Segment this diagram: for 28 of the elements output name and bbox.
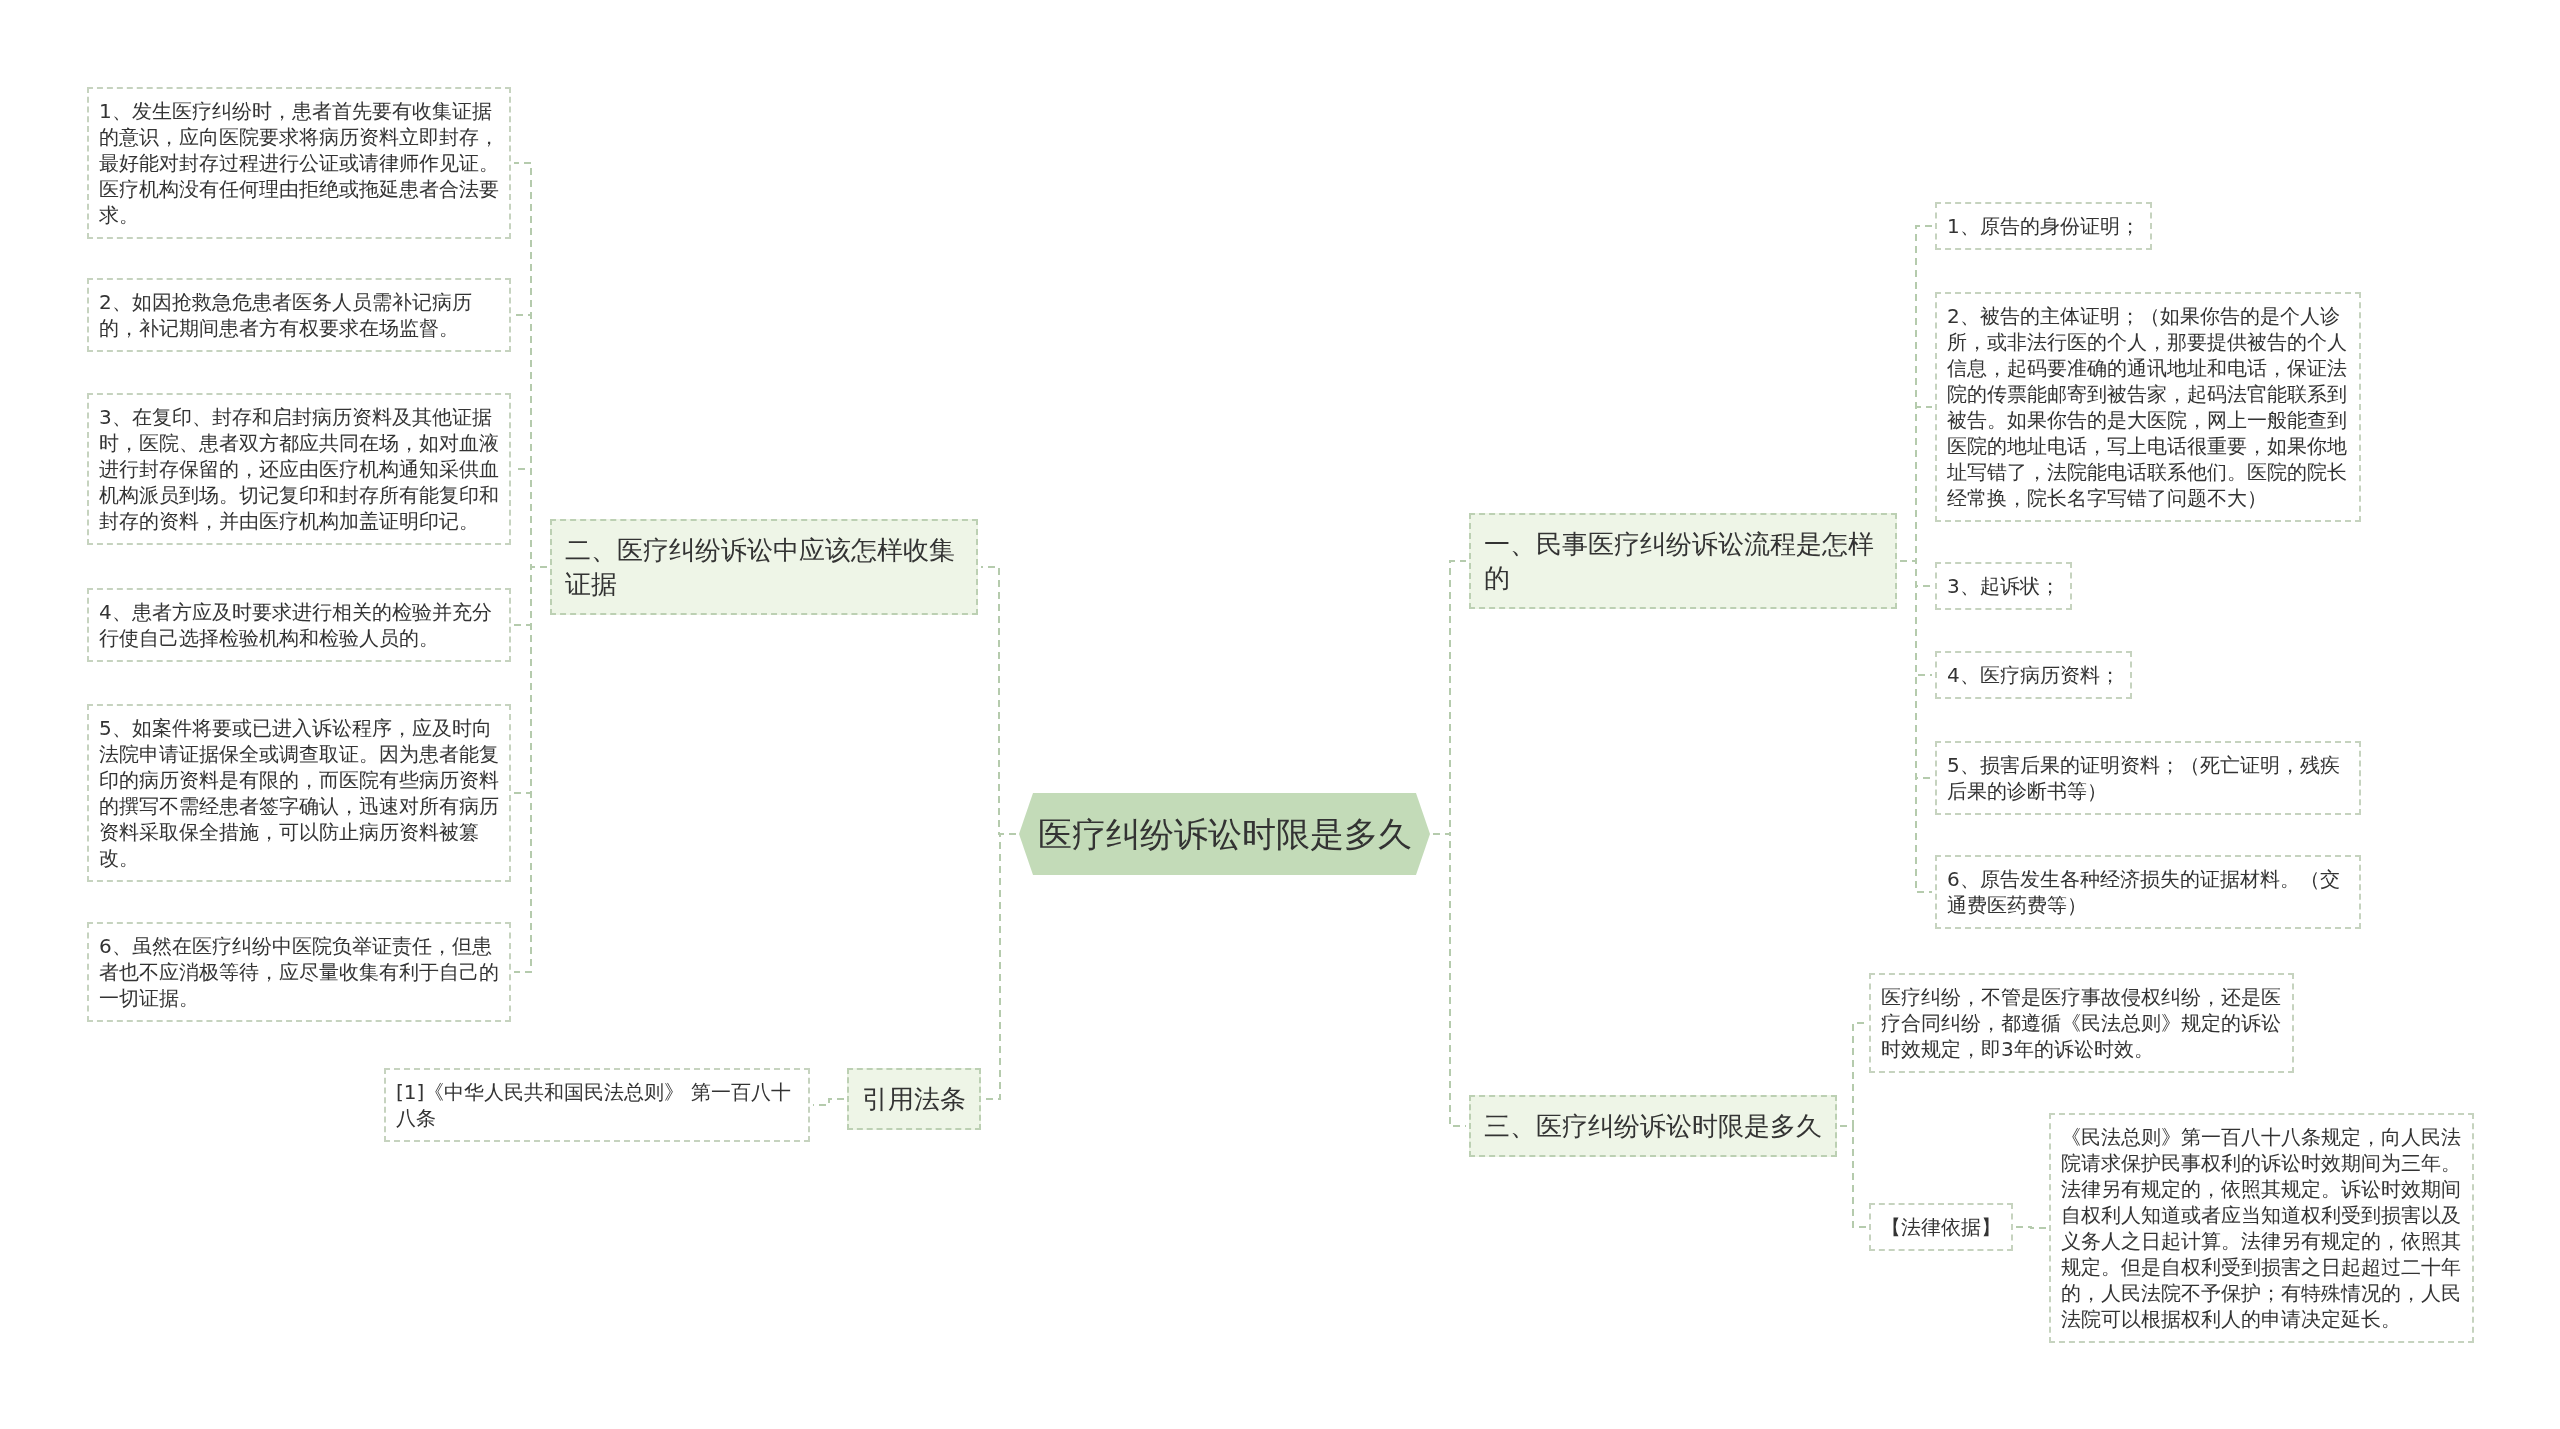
topic-box: 三、医疗纠纷诉讼时限是多久 — [1469, 1095, 1837, 1157]
text-box: 医疗纠纷，不管是医疗事故侵权纠纷，还是医疗合同纠纷，都遵循《民法总则》规定的诉讼时效规定，即3年的诉讼时效。 — [1869, 973, 2294, 1073]
text-box: 3、在复印、封存和启封病历资料及其他证据时，医院、患者双方都应共同在场，如对血液进行封存保留的，还应由医疗机构通知采供血机构派员到场。切记复印和封存所有能复印和封存的资料，并由医疗机构加盖证明印记。 — [87, 393, 511, 545]
text-box: 6、原告发生各种经济损失的证据材料。（交通费医药费等） — [1935, 855, 2361, 929]
text-box: 1、发生医疗纠纷时，患者首先要有收集证据的意识，应向医院要求将病历资料立即封存，最好能对封存过程进行公证或请律师作见证。医疗机构没有任何理由拒绝或拖延患者合法要求。 — [87, 87, 511, 239]
text-box: 4、医疗病历资料； — [1935, 651, 2132, 699]
connector-line — [1432, 833, 1467, 1127]
text-box: 5、如案件将要或已进入诉讼程序，应及时向法院申请证据保全或调查取证。因为患者能复印的病历资料是有限的，而医院有些病历资料的撰写不需经患者签字确认，迅速对所有病历资料采取保全措施，可以防止病历资料被篡改。 — [87, 704, 511, 882]
text-box: [1]《中华人民共和国民法总则》 第一百八十八条 — [384, 1068, 810, 1142]
text-box: 《民法总则》第一百八十八条规定，向人民法院请求保护民事权利的诉讼时效期间为三年。法律另有规定的，依照其规定。诉讼时效期间自权利人知道或者应当知道权利受到损害以及义务人之日起计算。法律另有规定的，依照其规定。但是自权利受到损害之日起超过二十年的，人民法院不予保护；有特殊情况的，人民法院可以根据权利人的申请决定延长。 — [2049, 1113, 2474, 1343]
topic-box: 一、民事医疗纠纷诉讼流程是怎样的 — [1469, 513, 1897, 609]
connector-line — [983, 833, 1017, 1100]
topic-box: 二、医疗纠纷诉讼中应该怎样收集证据 — [550, 519, 978, 615]
text-box: 1、原告的身份证明； — [1935, 202, 2152, 250]
connector-line — [1899, 560, 1933, 893]
connector-line — [1839, 1125, 1867, 1228]
text-box: 6、虽然在医疗纠纷中医院负举证责任，但患者也不应消极等待，应尽量收集有利于自己的一切证据。 — [87, 922, 511, 1022]
connector-line — [2015, 1226, 2047, 1229]
text-box: 2、被告的主体证明；（如果你告的是个人诊所，或非法行医的个人，那要提供被告的个人信息，起码要准确的通讯地址和电话，保证法院的传票能邮寄到被告家，起码法官能联系到被告。如果你告的是大医院，网上一般能查到医院的地址电话，写上电话很重要，如果你地址写错了，法院能电话联系他们。医院的院长经常换，院长名字写错了问题不大） — [1935, 292, 2361, 522]
connector-line — [812, 1098, 845, 1106]
text-box: 3、起诉状； — [1935, 562, 2072, 610]
text-box: 5、损害后果的证明资料；（死亡证明，残疾后果的诊断书等） — [1935, 741, 2361, 815]
connector-line — [513, 566, 548, 973]
text-box: 2、如因抢救急危患者医务人员需补记病历的，补记期间患者方有权要求在场监督。 — [87, 278, 511, 352]
topic-box: 引用法条 — [847, 1068, 981, 1130]
central-topic: 医疗纠纷诉讼时限是多久 — [1019, 793, 1430, 875]
text-box: 【法律依据】 — [1869, 1203, 2013, 1251]
text-box: 4、患者方应及时要求进行相关的检验并充分行使自己选择检验机构和检验人员的。 — [87, 588, 511, 662]
